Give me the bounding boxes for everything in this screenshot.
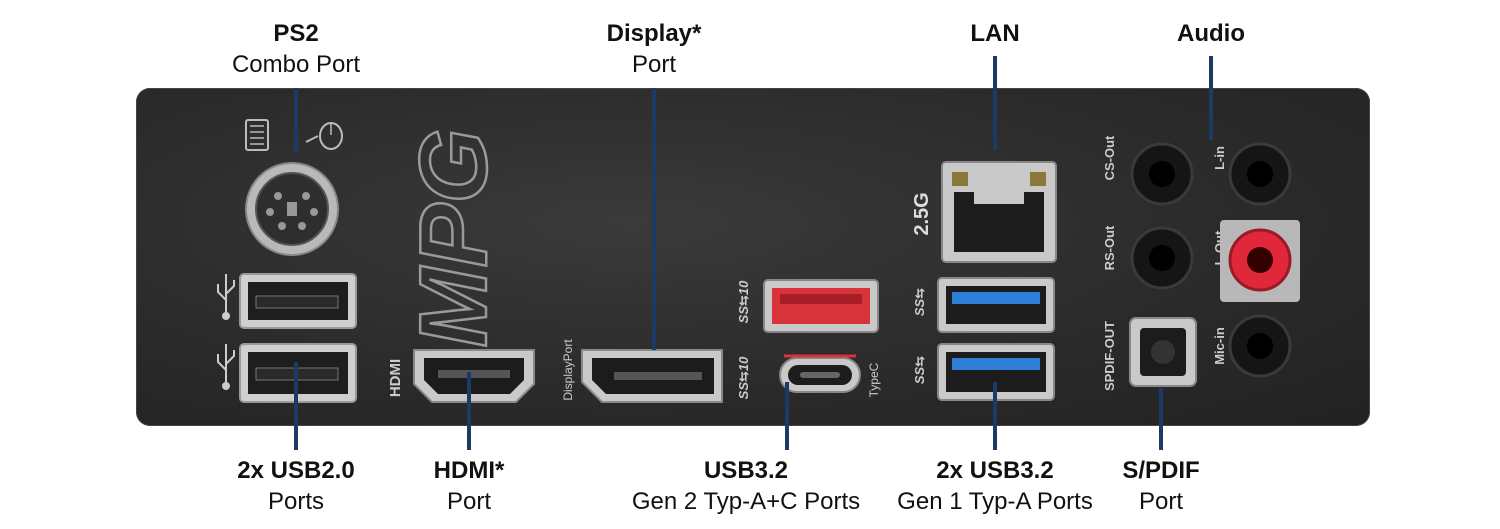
hdmi-text: HDMI [387,359,404,397]
label-ps2-sub: Combo Port [231,51,361,78]
io-panel-art: MPG HDMI DisplayPort SS⇆10 SS⇆10 [217,119,1300,403]
label-hdmi-sub: Port [446,488,492,515]
label-spdif-title: S/PDIF [1122,457,1200,484]
lan-port[interactable] [941,161,1057,263]
leader-display [652,88,656,350]
label-usb20: 2x USB2.0 Ports [237,455,354,517]
label-audio-title: Audio [1177,20,1245,47]
label-usb32-gen1-title: 2x USB3.2 [936,457,1054,484]
usb32-gen1-port-bottom[interactable] [937,343,1055,401]
ss-label-bottom: SS⇆ [912,356,927,384]
ss10-label-top: SS⇆10 [736,280,751,323]
ps2-port[interactable] [245,162,339,256]
brand-logo: MPG [400,129,507,348]
spdif-out-label: SPDIF-OUT [1102,321,1117,391]
spdif-port[interactable] [1129,317,1197,387]
leader-spdif [1159,388,1163,450]
lan-speed-text: 2.5G [911,192,933,235]
audio-jack-l-out[interactable] [1220,220,1300,302]
usb32-gen2-typea-port[interactable] [763,279,879,333]
usb32-gen1-port-top[interactable] [937,277,1055,333]
io-panel: MPG HDMI DisplayPort SS⇆10 SS⇆10 [136,88,1370,426]
hdmi-port[interactable] [413,349,535,403]
label-spdif-sub: Port [1138,488,1183,515]
leader-audio [1209,56,1213,140]
label-display: Display* Port [607,18,702,80]
label-usb32-gen2-sub: Gen 2 Typ-A+C Ports [631,488,861,515]
leader-usb32-gen1 [993,382,997,450]
leader-usb20 [294,362,298,450]
audio-jack-l-in[interactable] [1228,142,1292,206]
label-usb20-sub: Ports [267,488,324,515]
label-lan: LAN [970,18,1019,49]
l-in-label: L-in [1212,146,1227,170]
usb32-gen2-typec-port[interactable] [779,354,861,393]
label-hdmi: HDMI* Port [434,455,505,517]
audio-jack-cs-out[interactable] [1130,142,1194,206]
label-usb20-title: 2x USB2.0 [237,457,355,484]
leader-hdmi [467,372,471,450]
label-display-title: Display* [606,20,702,47]
label-usb32-gen1-sub: Gen 1 Typ-A Ports [897,488,1093,515]
label-usb32-gen2: USB3.2 Gen 2 Typ-A+C Ports [632,455,860,517]
label-usb32-gen2-title: USB3.2 [703,457,789,484]
mic-in-label: Mic-in [1212,327,1227,365]
displayport-port[interactable] [581,349,723,403]
leader-lan [993,56,997,150]
typec-text: TypeC [867,362,881,397]
label-ps2-title: PS2 [273,20,319,47]
usb-icon [217,274,235,320]
audio-jack-mic-in[interactable] [1228,314,1292,378]
ss-label-top: SS⇆ [912,288,927,316]
leader-ps2 [294,88,298,154]
displayport-text: DisplayPort [561,339,575,401]
label-ps2: PS2 Combo Port [232,18,360,80]
mouse-icon [305,122,343,150]
rs-out-label: RS-Out [1102,225,1117,270]
label-usb32-gen1: 2x USB3.2 Gen 1 Typ-A Ports [897,455,1093,517]
cs-out-label: CS-Out [1102,135,1117,180]
label-hdmi-title: HDMI* [433,457,505,484]
ss10-label-bottom: SS⇆10 [736,356,751,399]
audio-jack-rs-out[interactable] [1130,226,1194,290]
label-display-sub: Port [631,51,676,78]
label-lan-title: LAN [970,20,1020,47]
usb-icon [217,344,235,390]
keyboard-icon [245,119,269,151]
usb20-port-bottom[interactable] [239,343,357,403]
label-audio: Audio [1177,18,1245,49]
leader-usb32-gen2 [785,382,789,450]
usb20-port-top[interactable] [239,273,357,329]
label-spdif: S/PDIF Port [1122,455,1199,517]
